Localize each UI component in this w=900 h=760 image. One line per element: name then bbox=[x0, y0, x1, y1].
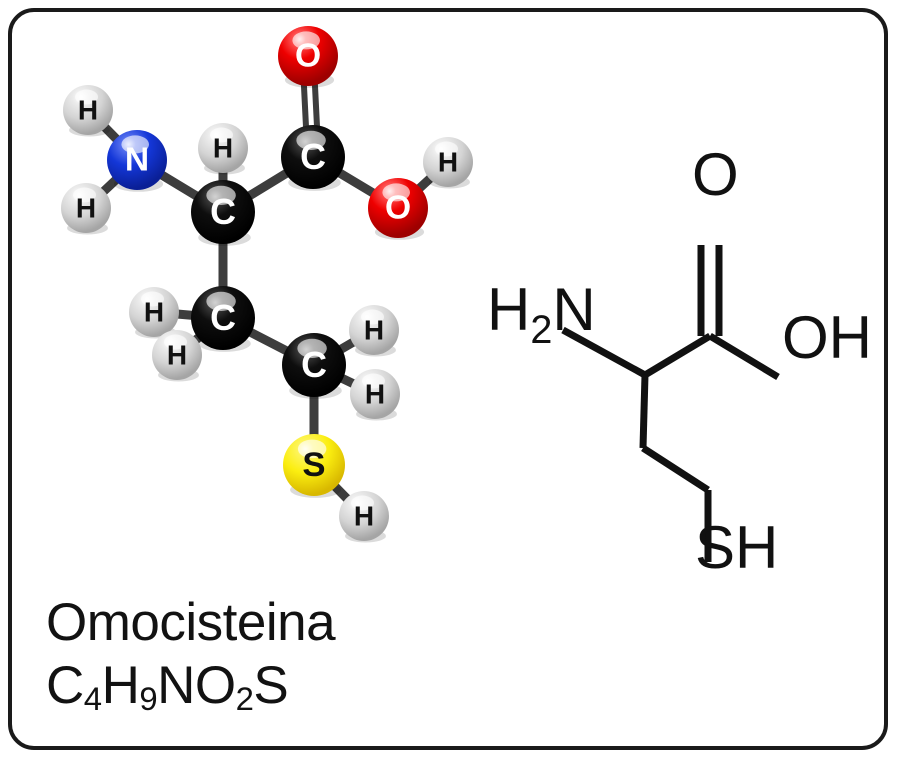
atom-specular-highlight bbox=[361, 309, 384, 325]
atom-label: H bbox=[213, 133, 233, 164]
atom-specular-highlight bbox=[75, 89, 98, 105]
atom-h-hg2: H bbox=[350, 369, 400, 421]
skeletal-label-amine: H2N bbox=[487, 276, 596, 352]
atom-label: H bbox=[365, 379, 385, 410]
formula-subscript: 4 bbox=[83, 680, 102, 718]
formula-subscript: 9 bbox=[139, 680, 158, 718]
atom-label: O bbox=[385, 190, 411, 227]
atom-label: H bbox=[354, 501, 374, 532]
skeletal-bond-v_ca-v_c bbox=[643, 332, 712, 379]
atom-specular-highlight bbox=[296, 130, 326, 150]
atom-specular-highlight bbox=[292, 31, 321, 50]
atom-specular-highlight bbox=[362, 373, 385, 389]
atom-specular-highlight bbox=[206, 185, 236, 205]
atom-label: C bbox=[301, 345, 327, 385]
atom-specular-highlight bbox=[297, 338, 327, 358]
figure-border-frame bbox=[8, 8, 888, 750]
skeletal-bond-v_n-v_ca bbox=[561, 326, 647, 379]
atom-specular-highlight bbox=[435, 141, 458, 157]
atom-specular-highlight bbox=[73, 187, 96, 203]
compound-name: Omocisteina bbox=[46, 593, 336, 652]
label-main: H bbox=[487, 276, 530, 343]
skeletal-label-thiol: SH bbox=[695, 514, 778, 581]
atom-specular-highlight bbox=[297, 439, 327, 459]
atom-label: H bbox=[76, 193, 96, 224]
atom-c-ca: C bbox=[191, 180, 255, 246]
atom-label: S bbox=[302, 446, 325, 484]
label-tail: N bbox=[552, 276, 595, 343]
atom-h-hs: H bbox=[339, 491, 389, 543]
atom-h-ha: H bbox=[198, 123, 248, 175]
atom-specular-highlight bbox=[351, 495, 374, 511]
atom-label: C bbox=[210, 192, 236, 232]
atom-label: H bbox=[144, 297, 164, 328]
formula-segment: S bbox=[253, 656, 289, 715]
atom-label: H bbox=[167, 340, 187, 371]
atom-label: C bbox=[210, 298, 236, 338]
ball-model-bond-layer bbox=[81, 52, 453, 521]
label-subscript: 2 bbox=[530, 308, 552, 352]
atom-h-hg1: H bbox=[349, 305, 399, 357]
skeletal-label-hydroxyl: OH bbox=[782, 304, 872, 371]
skeletal-label-carbonyl: O bbox=[692, 141, 739, 208]
atom-specular-highlight bbox=[141, 291, 164, 307]
atom-c-cg: C bbox=[282, 333, 346, 399]
label-main: SH bbox=[695, 514, 778, 581]
skeletal-bond-v_ca-v_cb bbox=[639, 374, 649, 449]
atom-h-ho: H bbox=[423, 137, 473, 189]
atom-n-n1: N bbox=[107, 130, 167, 192]
molecular-formula: C4H9NO2S bbox=[46, 656, 335, 715]
atom-label: H bbox=[438, 147, 458, 178]
atom-label: H bbox=[364, 315, 384, 346]
atom-s-s1: S bbox=[283, 434, 345, 498]
atom-specular-highlight bbox=[164, 334, 187, 350]
skeletal-bond-layer bbox=[561, 245, 780, 562]
atom-h-h2: H bbox=[61, 183, 111, 235]
atom-label: H bbox=[78, 95, 98, 126]
skeletal-bond-v_cb-v_cg bbox=[641, 445, 710, 493]
atom-specular-highlight bbox=[210, 127, 233, 143]
atom-o-o2: O bbox=[368, 178, 428, 240]
label-main: O bbox=[692, 141, 739, 208]
atom-specular-highlight bbox=[382, 183, 411, 202]
label-main: OH bbox=[782, 304, 872, 371]
atom-c-cc: C bbox=[281, 125, 345, 191]
atom-label: O bbox=[295, 38, 321, 75]
atom-label: C bbox=[300, 137, 326, 177]
atom-specular-highlight bbox=[121, 135, 149, 154]
atom-h-hb2: H bbox=[152, 330, 202, 382]
formula-segment: NO bbox=[157, 656, 236, 715]
atom-specular-highlight bbox=[206, 291, 236, 311]
atom-h-h1: H bbox=[63, 85, 113, 137]
caption: Omocisteina C4H9NO2S bbox=[46, 593, 336, 715]
formula-segment: C bbox=[46, 656, 84, 715]
skeletal-label-layer: H2N O OH SH bbox=[487, 141, 872, 581]
atom-label: N bbox=[125, 142, 149, 179]
skeletal-bond-v_c-v_oh bbox=[708, 333, 780, 380]
atom-c-cb: C bbox=[191, 286, 255, 352]
formula-segment: H bbox=[101, 656, 140, 715]
atom-o-o1: O bbox=[278, 26, 338, 88]
formula-subscript: 2 bbox=[235, 680, 254, 718]
